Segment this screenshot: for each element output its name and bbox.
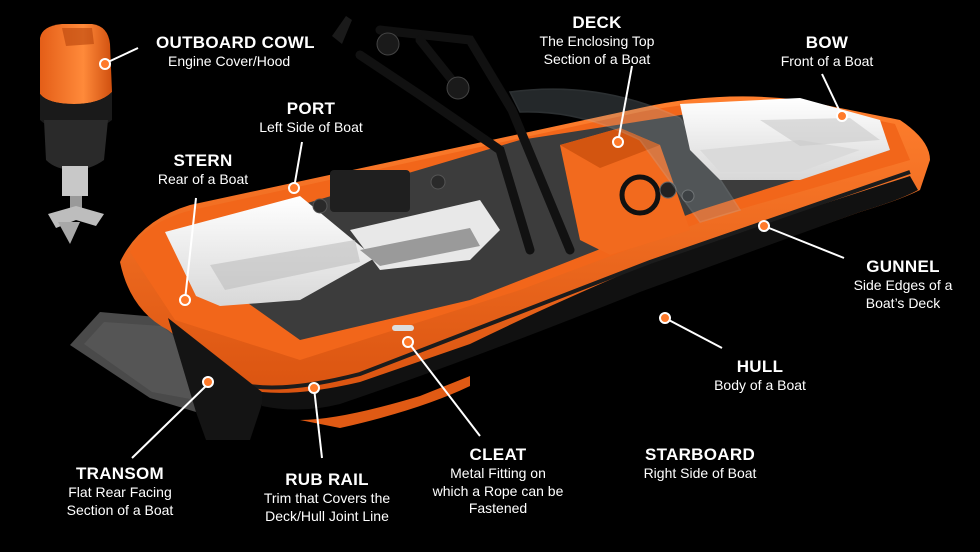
label-deck: DECK The Enclosing Top Section of a Boat xyxy=(532,12,662,68)
label-rub-rail: RUB RAIL Trim that Covers the Deck/Hull … xyxy=(252,469,402,525)
outboard-motor xyxy=(40,24,112,244)
label-hull-title: HULL xyxy=(736,357,784,376)
label-stern: STERN Rear of a Boat xyxy=(148,150,258,189)
label-cleat-desc-2: which a Rope can be xyxy=(432,482,564,499)
callout-lines xyxy=(107,47,845,459)
label-cleat-desc-1: Metal Fitting on xyxy=(450,465,546,482)
steering-wheel xyxy=(619,174,661,216)
label-rub-rail-title: RUB RAIL xyxy=(285,470,369,489)
label-gunnel-title: GUNNEL xyxy=(866,257,940,276)
label-deck-desc-1: The Enclosing Top xyxy=(539,33,655,50)
marker-bow xyxy=(836,110,848,122)
marker-gunnel xyxy=(758,220,770,232)
label-transom-desc-2: Section of a Boat xyxy=(66,501,174,518)
side-panel xyxy=(330,170,410,212)
label-port-title: PORT xyxy=(286,99,336,118)
label-deck-desc-2: Section of a Boat xyxy=(543,50,651,67)
label-cleat-title: CLEAT xyxy=(469,445,527,464)
label-gunnel-desc-2: Boat’s Deck xyxy=(865,294,941,311)
marker-cleat xyxy=(402,336,414,348)
label-outboard-cowl-title: OUTBOARD COWL xyxy=(156,33,315,52)
transom-face xyxy=(168,318,262,440)
marker-transom xyxy=(202,376,214,388)
label-starboard: STARBOARD Right Side of Boat xyxy=(628,444,772,483)
marker-port xyxy=(288,182,300,194)
label-bow-desc: Front of a Boat xyxy=(780,53,874,70)
hull-stripe xyxy=(262,176,918,410)
label-stern-desc: Rear of a Boat xyxy=(157,171,249,188)
label-rub-rail-desc-2: Deck/Hull Joint Line xyxy=(265,507,389,524)
tower-speaker-icon xyxy=(376,32,400,56)
label-cleat: CLEAT Metal Fitting on which a Rope can … xyxy=(420,444,576,518)
marker-outboard-cowl xyxy=(99,58,111,70)
label-deck-title: DECK xyxy=(572,13,622,32)
label-stern-title: STERN xyxy=(173,151,233,170)
label-transom-title: TRANSOM xyxy=(75,464,165,483)
marker-rub-rail xyxy=(308,382,320,394)
rear-sunpad xyxy=(165,196,375,306)
board-rack xyxy=(332,16,352,44)
label-port-desc: Left Side of Boat xyxy=(259,119,363,136)
marker-hull xyxy=(659,312,671,324)
label-transom: TRANSOM Flat Rear Facing Section of a Bo… xyxy=(52,463,188,519)
label-cleat-desc-3: Fastened xyxy=(468,500,528,517)
label-hull: HULL Body of a Boat xyxy=(700,356,820,395)
label-transom-desc-1: Flat Rear Facing xyxy=(68,484,172,501)
label-bow: BOW Front of a Boat xyxy=(768,32,886,71)
label-starboard-desc: Right Side of Boat xyxy=(643,465,757,482)
label-port: PORT Left Side of Boat xyxy=(248,98,374,137)
label-bow-title: BOW xyxy=(805,33,849,52)
label-rub-rail-desc-1: Trim that Covers the xyxy=(263,490,391,507)
label-outboard-cowl-desc: Engine Cover/Hood xyxy=(168,53,291,70)
cleat-fitting xyxy=(392,325,414,331)
label-starboard-title: STARBOARD xyxy=(644,445,756,464)
speaker-icon xyxy=(312,198,328,214)
label-hull-desc: Body of a Boat xyxy=(714,377,806,394)
windshield xyxy=(508,88,742,223)
label-gunnel-desc-1: Side Edges of a xyxy=(853,277,953,294)
label-outboard-cowl: OUTBOARD COWL Engine Cover/Hood xyxy=(156,32,315,71)
marker-deck xyxy=(612,136,624,148)
marker-stern xyxy=(179,294,191,306)
rub-rail xyxy=(249,170,911,390)
label-gunnel: GUNNEL Side Edges of a Boat’s Deck xyxy=(836,256,970,312)
